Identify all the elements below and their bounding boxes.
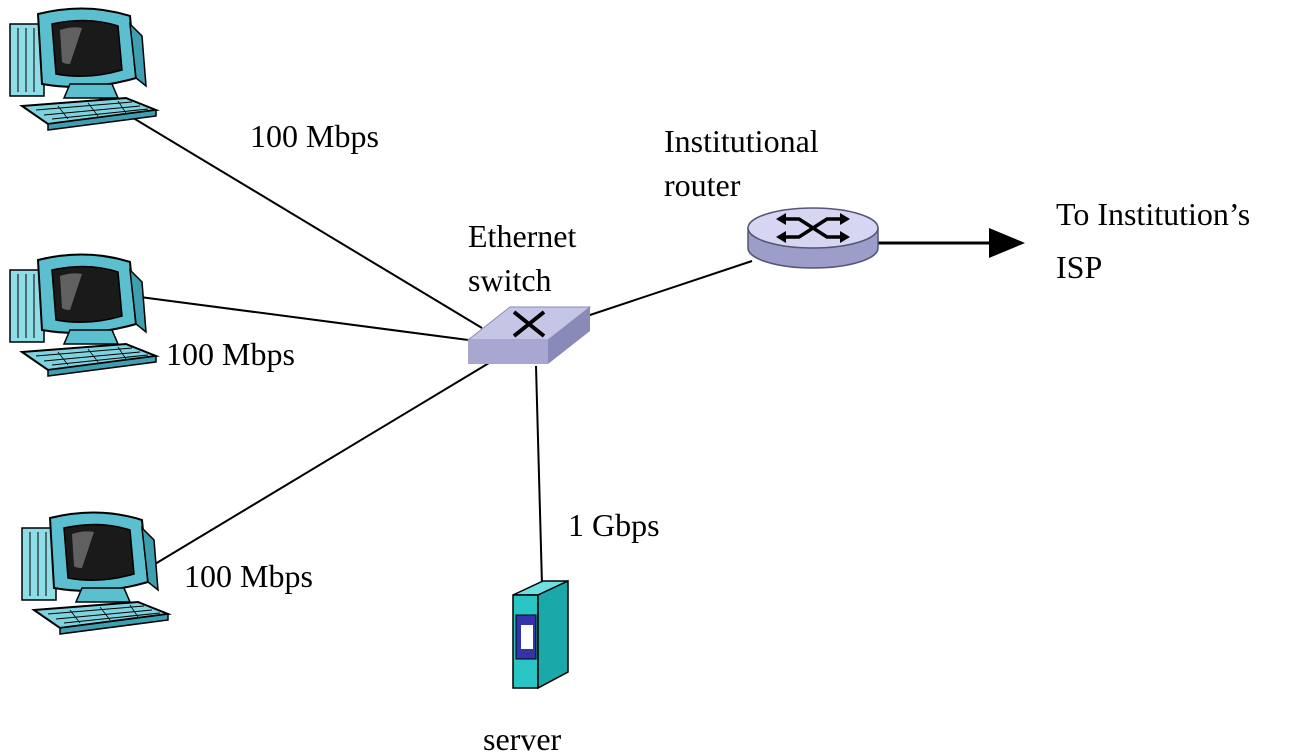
link-switch-router — [574, 260, 753, 321]
ethernet-switch-icon — [466, 306, 592, 364]
router-icon — [747, 207, 879, 269]
router-label-line1: Institutional — [664, 123, 819, 159]
desktop-computer-icon — [9, 7, 157, 131]
link-speed-label-middle: 100 Mbps — [166, 336, 295, 372]
switch-label-line1: Ethernet — [468, 218, 577, 254]
server-tower-icon — [512, 579, 569, 690]
link-speed-label-server: 1 Gbps — [568, 507, 660, 543]
link-speed-label-bottom: 100 Mbps — [184, 558, 313, 594]
link-pc-top — [94, 94, 483, 329]
isp-label-line2: ISP — [1056, 249, 1102, 285]
router-label-line2: router — [664, 167, 741, 203]
desktop-computer-icon — [21, 511, 169, 635]
link-pc-middle — [139, 296, 477, 342]
link-speed-label-top: 100 Mbps — [250, 118, 379, 154]
link-pc-bottom — [149, 359, 495, 568]
desktop-computer-icon — [9, 253, 157, 377]
link-server — [535, 365, 543, 586]
switch-label-line2: switch — [468, 262, 552, 298]
isp-label-line1: To Institution’s — [1056, 196, 1250, 232]
server-label: server — [483, 721, 562, 754]
